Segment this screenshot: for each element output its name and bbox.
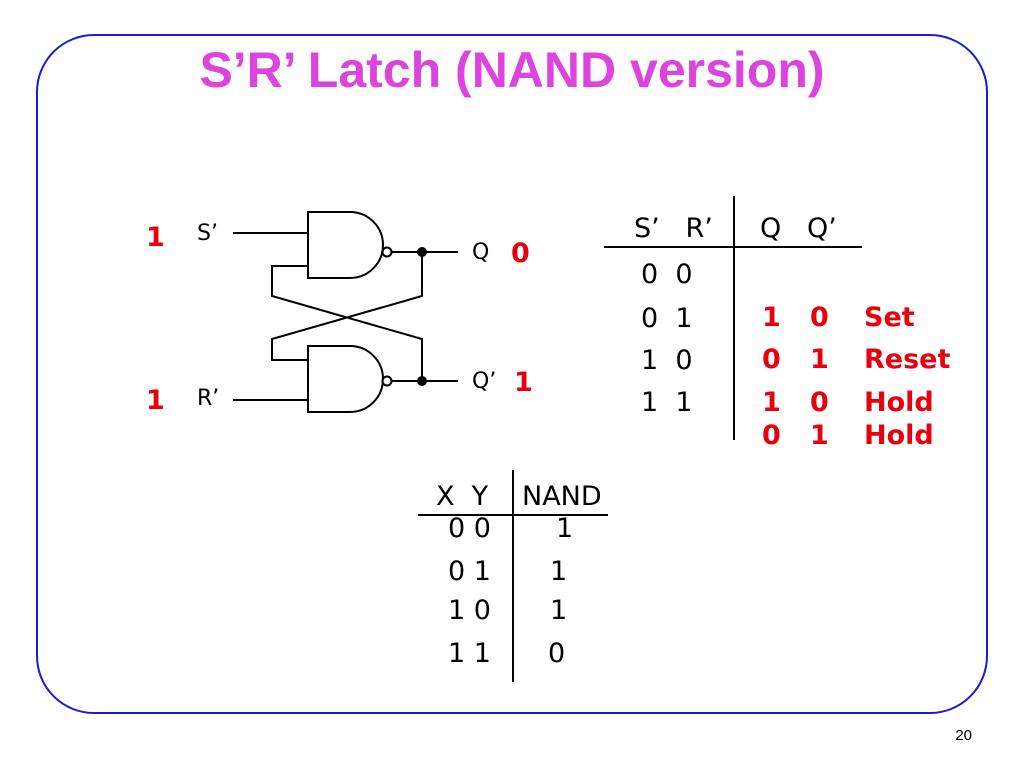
latch-out-q-3: 1 bbox=[762, 387, 781, 418]
latch-state-3: Hold bbox=[864, 387, 934, 418]
latch-out-qn-1: 0 bbox=[810, 302, 829, 333]
latch-out-q-4: 0 bbox=[762, 420, 781, 451]
nand-header-inputs: X Y bbox=[436, 481, 489, 512]
latch-input-row-3: 1 0 bbox=[641, 345, 693, 376]
nand-input-row-4: 1 1 bbox=[448, 638, 491, 669]
inversion-bubble-top bbox=[381, 246, 393, 258]
input-s-value: 1 bbox=[146, 222, 165, 253]
slide-title: S’R’ Latch (NAND version) bbox=[199, 42, 825, 98]
nand-output-row-3: 1 bbox=[550, 595, 568, 626]
junction-dot-q bbox=[417, 247, 427, 257]
latch-out-qn-4: 1 bbox=[810, 420, 829, 451]
latch-input-row-2: 0 1 bbox=[641, 303, 693, 334]
latch-out-qn-3: 0 bbox=[810, 387, 829, 418]
latch-input-row-1: 0 0 bbox=[641, 259, 693, 290]
nand-input-row-2: 0 1 bbox=[448, 556, 491, 587]
output-qn-value: 1 bbox=[514, 367, 533, 398]
input-s-label: S’ bbox=[197, 221, 218, 246]
slide-frame bbox=[36, 34, 988, 714]
latch-out-qn-2: 1 bbox=[810, 344, 829, 375]
junction-dot-qn bbox=[417, 376, 427, 386]
output-q-label: Q bbox=[472, 240, 490, 265]
output-q-value: 0 bbox=[511, 238, 530, 269]
nand-header-output: NAND bbox=[522, 481, 602, 512]
nand-input-row-3: 1 0 bbox=[448, 595, 491, 626]
wire-feedback-q bbox=[271, 252, 423, 361]
nand-gate-bottom bbox=[307, 345, 384, 413]
input-r-label: R’ bbox=[197, 386, 220, 411]
latch-state-1: Set bbox=[864, 302, 915, 333]
nand-output-row-2: 1 bbox=[550, 556, 568, 587]
nand-input-row-1: 0 0 bbox=[448, 513, 491, 544]
nand-output-row-1: 1 bbox=[556, 513, 574, 544]
wire-feedback-qn bbox=[271, 265, 423, 381]
nand-output-row-4: 0 bbox=[548, 638, 566, 669]
nand-gate-top bbox=[307, 211, 384, 279]
latch-header-outputs: Q Q’ bbox=[760, 213, 837, 244]
latch-out-q-2: 0 bbox=[762, 344, 781, 375]
latch-state-2: Reset bbox=[864, 344, 951, 375]
latch-header-inputs: S’ R’ bbox=[634, 213, 713, 244]
latch-out-q-1: 1 bbox=[762, 302, 781, 333]
latch-input-row-4: 1 1 bbox=[641, 387, 693, 418]
latch-column-rule bbox=[733, 196, 735, 440]
input-r-value: 1 bbox=[146, 385, 165, 416]
latch-state-4: Hold bbox=[864, 420, 934, 451]
page-number: 20 bbox=[955, 727, 972, 744]
inversion-bubble-bottom bbox=[381, 375, 393, 387]
output-qn-label: Q’ bbox=[472, 369, 497, 394]
nand-column-rule bbox=[512, 470, 514, 682]
